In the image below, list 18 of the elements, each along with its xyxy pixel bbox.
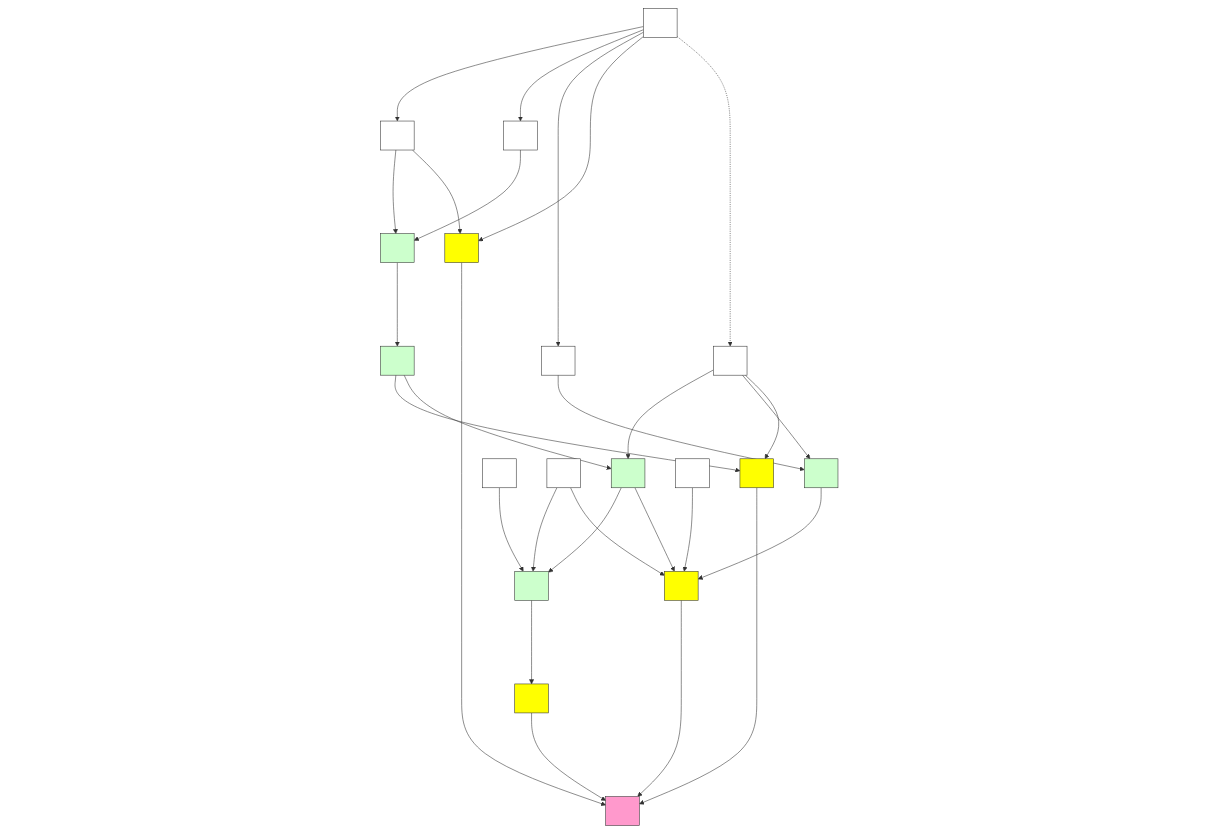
node-box (380, 120, 416, 151)
node-box (740, 458, 775, 489)
node-box (713, 345, 749, 376)
node-box (541, 345, 577, 376)
node-box (504, 120, 539, 151)
node-box (445, 233, 480, 263)
node-box (380, 233, 416, 263)
node-box (643, 8, 679, 38)
node-box (664, 571, 700, 601)
node-box (515, 571, 550, 601)
node-box (676, 458, 711, 489)
node-box (547, 458, 582, 489)
node-box (380, 345, 416, 376)
node-box (515, 683, 550, 714)
node-box (606, 796, 641, 826)
node-box (611, 458, 646, 489)
node-box (483, 458, 518, 489)
node-box (804, 458, 840, 489)
